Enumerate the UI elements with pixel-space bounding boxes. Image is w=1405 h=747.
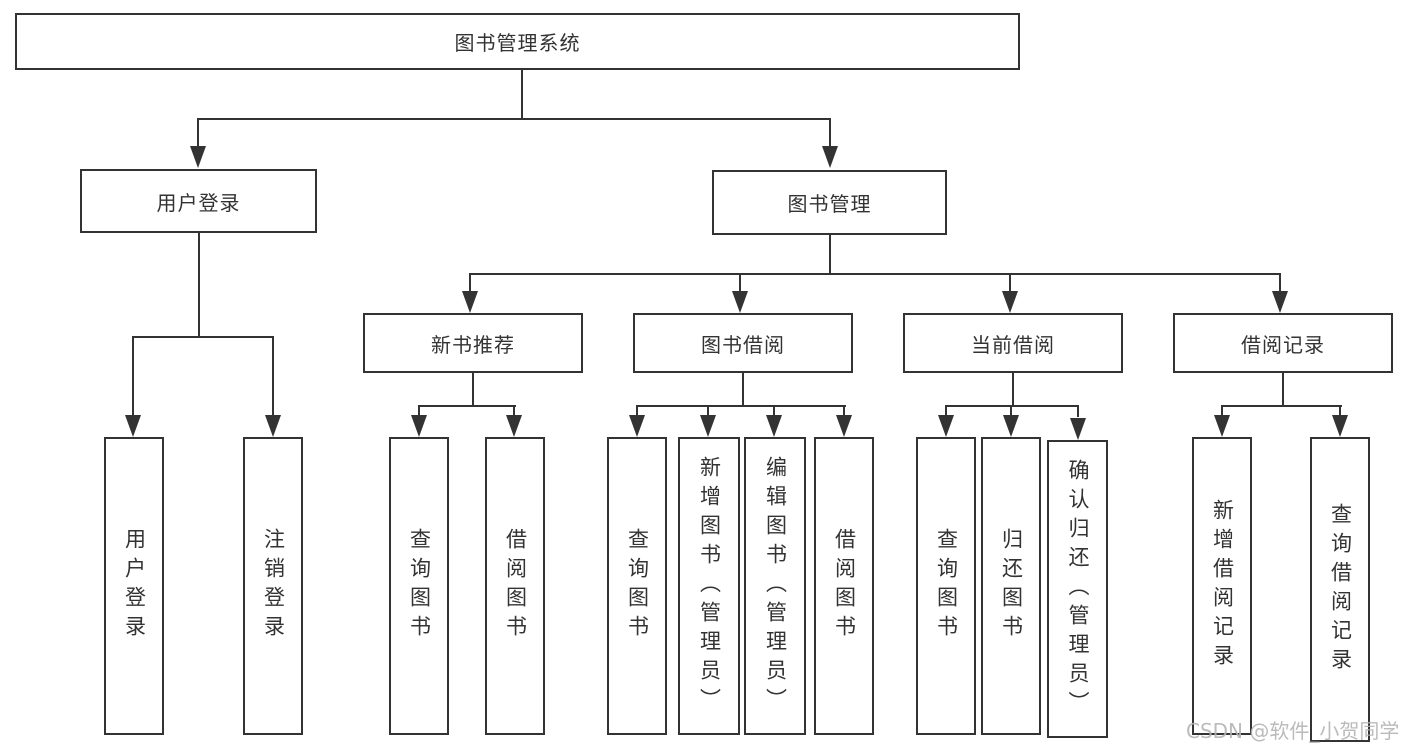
arrow-down-icon — [938, 415, 954, 437]
leaf-user-login: 用户登录 — [104, 437, 164, 735]
box-new-book-recommendation: 新书推荐 — [363, 313, 583, 373]
connector-line — [742, 373, 744, 407]
box-current-borrowing: 当前借阅 — [903, 313, 1123, 373]
connector-line — [945, 405, 947, 417]
connector-line — [469, 273, 471, 293]
connector-line — [739, 273, 741, 293]
connector-line — [197, 118, 831, 120]
connector-line — [773, 405, 775, 417]
connector-line — [1221, 405, 1223, 417]
connector-line — [636, 405, 846, 407]
connector-line — [472, 373, 474, 407]
box-book-management-label: 图书管理 — [787, 192, 872, 216]
leaf-logout-label: 注销登录 — [261, 528, 286, 644]
arrow-down-icon — [1003, 415, 1019, 437]
box-user-login: 用户登录 — [80, 169, 317, 233]
leaf-query-books-borrowing: 查询图书 — [607, 437, 667, 735]
leaf-edit-books-admin: 编辑图书（管理员） — [744, 437, 806, 735]
connector-line — [272, 336, 274, 416]
connector-line — [418, 405, 420, 417]
connector-line — [1009, 273, 1011, 293]
connector-line — [198, 233, 200, 337]
connector-line — [1221, 405, 1342, 407]
leaf-confirm-return-admin: 确认归还（管理员） — [1047, 440, 1108, 738]
arrow-down-icon — [462, 291, 478, 313]
connector-line — [132, 336, 134, 416]
leaf-return-books-label: 归还图书 — [999, 528, 1024, 644]
root-box-label: 图书管理系统 — [454, 31, 581, 55]
leaf-edit-books-admin-label: 编辑图书（管理员） — [763, 455, 788, 717]
leaf-borrow-books-borrowing-label: 借阅图书 — [832, 528, 857, 644]
connector-line — [521, 70, 523, 119]
connector-line — [513, 405, 515, 417]
connector-line — [829, 118, 831, 150]
leaf-query-books-borrowing-label: 查询图书 — [625, 528, 650, 644]
arrow-down-icon — [125, 415, 141, 437]
connector-line — [469, 273, 1281, 275]
leaf-query-borrow-record: 查询借阅记录 — [1310, 437, 1370, 742]
arrow-down-icon — [766, 415, 782, 437]
connector-line — [1010, 405, 1012, 417]
connector-line — [1339, 405, 1341, 417]
leaf-confirm-return-admin-label: 确认归还（管理员） — [1066, 458, 1090, 720]
arrow-down-icon — [411, 415, 427, 437]
connector-line — [829, 235, 831, 275]
arrow-down-icon — [190, 146, 206, 168]
root-box-library-system: 图书管理系统 — [15, 13, 1020, 70]
leaf-borrow-books-borrowing: 借阅图书 — [814, 437, 874, 735]
leaf-return-books: 归还图书 — [981, 437, 1041, 735]
arrow-down-icon — [1070, 418, 1086, 440]
connector-line — [197, 118, 199, 150]
leaf-logout: 注销登录 — [243, 437, 303, 735]
box-borrowing-records-label: 借阅记录 — [1241, 332, 1325, 357]
box-book-borrowing-label: 图书借阅 — [701, 332, 785, 357]
leaf-borrow-books-recommend: 借阅图书 — [485, 437, 545, 735]
box-book-borrowing: 图书借阅 — [633, 313, 853, 373]
leaf-add-books-admin: 新增图书（管理员） — [678, 437, 740, 735]
box-user-login-label: 用户登录 — [156, 190, 241, 215]
leaf-add-books-admin-label: 新增图书（管理员） — [697, 455, 722, 717]
connector-line — [945, 405, 1079, 407]
connector-line — [1282, 373, 1284, 407]
leaf-query-borrow-record-label: 查询借阅记录 — [1328, 502, 1353, 677]
box-book-management: 图书管理 — [712, 170, 947, 235]
box-borrowing-records: 借阅记录 — [1173, 313, 1393, 373]
connector-line — [132, 336, 274, 338]
arrow-down-icon — [1332, 415, 1348, 437]
leaf-query-books-current: 查询图书 — [916, 437, 976, 735]
leaf-query-books-recommend-label: 查询图书 — [407, 528, 432, 644]
arrow-down-icon — [506, 415, 522, 437]
connector-line — [1279, 273, 1281, 293]
leaf-user-login-label: 用户登录 — [122, 528, 147, 644]
arrow-down-icon — [732, 291, 748, 313]
leaf-borrow-books-recommend-label: 借阅图书 — [503, 528, 528, 644]
arrow-down-icon — [629, 415, 645, 437]
csdn-watermark: CSDN @软件_小贺同学 — [1186, 719, 1400, 743]
leaf-add-borrow-record-label: 新增借阅记录 — [1210, 499, 1235, 673]
arrow-down-icon — [700, 415, 716, 437]
connector-line — [1012, 373, 1014, 407]
connector-line — [418, 405, 516, 407]
arrow-down-icon — [822, 146, 838, 168]
leaf-query-books-recommend: 查询图书 — [389, 437, 449, 735]
leaf-add-borrow-record: 新增借阅记录 — [1192, 437, 1252, 735]
connector-line — [1077, 405, 1079, 417]
box-new-book-recommendation-label: 新书推荐 — [431, 332, 515, 357]
arrow-down-icon — [1002, 291, 1018, 313]
leaf-query-books-current-label: 查询图书 — [934, 528, 959, 644]
arrow-down-icon — [265, 415, 281, 437]
box-current-borrowing-label: 当前借阅 — [971, 332, 1055, 357]
connector-line — [707, 405, 709, 417]
arrow-down-icon — [836, 415, 852, 437]
connector-line — [843, 405, 845, 417]
connector-line — [636, 405, 638, 417]
arrow-down-icon — [1214, 415, 1230, 437]
arrow-down-icon — [1272, 291, 1288, 313]
